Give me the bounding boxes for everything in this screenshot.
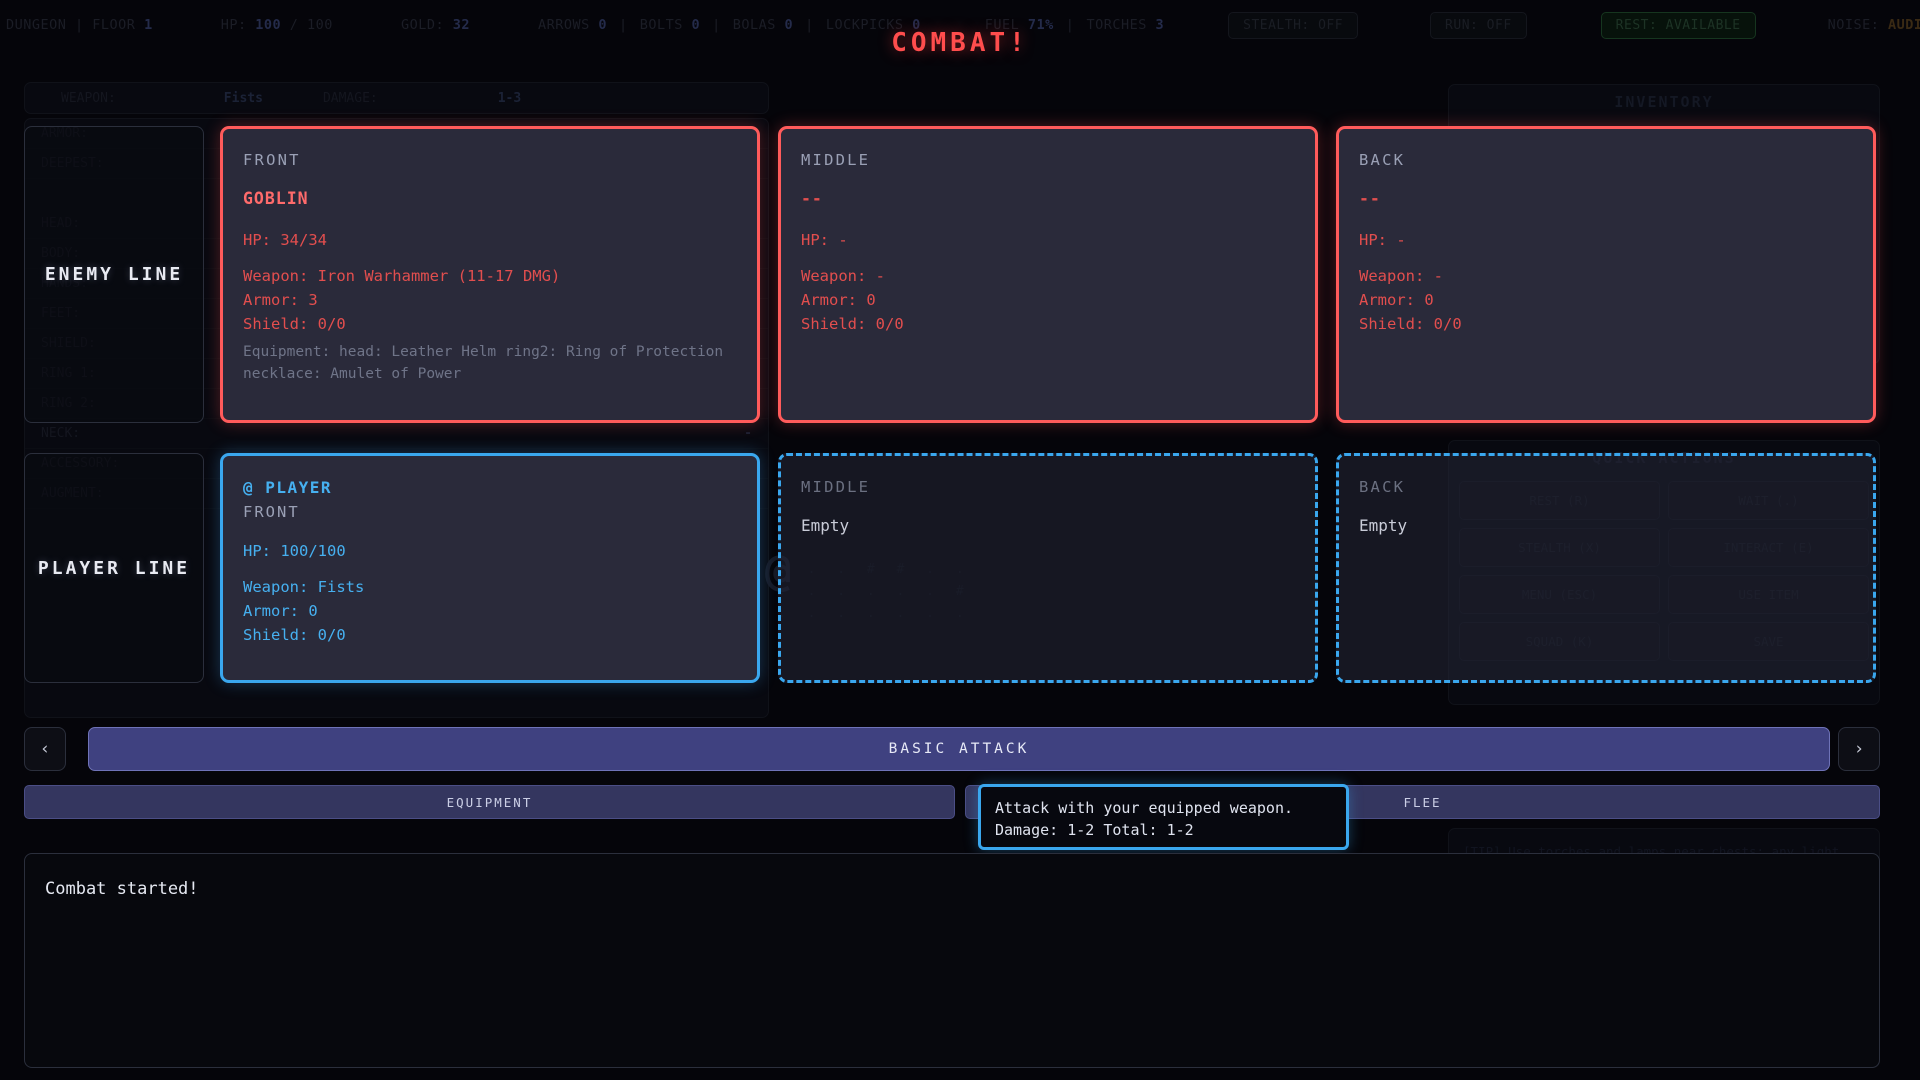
enemy-back-name: --	[1359, 189, 1381, 208]
enemy-middle-name: --	[801, 189, 823, 208]
enemy-slot-back[interactable]: BACK -- HP: - Weapon: - Armor: 0 Shield:…	[1336, 126, 1876, 423]
combat-log-panel[interactable]: Combat started!	[24, 853, 1880, 1068]
enemy-back-armor: Armor: 0	[1359, 291, 1434, 310]
action-tooltip: Attack with your equipped weapon. Damage…	[978, 784, 1349, 850]
player-middle-position: MIDDLE	[801, 478, 871, 496]
enemy-front-equipment: Equipment: head: Leather Helm ring2: Rin…	[243, 344, 724, 382]
player-back-empty-text: Empty	[1359, 516, 1408, 535]
combat-log-entry: Combat started!	[45, 879, 199, 899]
player-back-position: BACK	[1359, 478, 1406, 496]
spacer	[801, 252, 1295, 264]
combat-title: COMBAT!	[891, 28, 1029, 58]
enemy-middle-hp: HP: -	[801, 231, 848, 249]
player-front-armor: Armor: 0	[243, 602, 318, 621]
player-line-label: PLAYER LINE	[24, 453, 204, 683]
enemy-middle-shield: Shield: 0/0	[801, 315, 904, 334]
next-action-button[interactable]: ›	[1838, 727, 1880, 771]
enemy-slot-middle[interactable]: MIDDLE -- HP: - Weapon: - Armor: 0 Shiel…	[778, 126, 1318, 423]
enemy-back-shield: Shield: 0/0	[1359, 315, 1462, 334]
enemy-front-name: GOBLIN	[243, 189, 309, 208]
player-slot-back[interactable]: BACK Empty	[1336, 453, 1876, 683]
player-middle-empty-text: Empty	[801, 516, 850, 535]
combat-log-list: Combat started!	[45, 876, 1859, 903]
enemy-front-hp: HP: 34/34	[243, 231, 327, 249]
spacer	[1359, 252, 1853, 264]
equipment-button[interactable]: EQUIPMENT	[24, 785, 955, 819]
enemy-back-position: BACK	[1359, 151, 1406, 169]
player-front-position: FRONT	[243, 503, 300, 521]
basic-attack-button[interactable]: BASIC ATTACK	[88, 727, 1830, 771]
enemy-middle-position: MIDDLE	[801, 151, 871, 169]
player-tag: @ PLAYER	[243, 478, 333, 497]
enemy-front-armor: Armor: 3	[243, 291, 318, 310]
enemy-slot-front[interactable]: FRONT GOBLIN HP: 34/34 Weapon: Iron Warh…	[220, 126, 760, 423]
player-slot-front[interactable]: @ PLAYER FRONT HP: 100/100 Weapon: Fists…	[220, 453, 760, 683]
enemy-front-position: FRONT	[243, 151, 301, 169]
enemy-middle-armor: Armor: 0	[801, 291, 876, 310]
prev-action-button[interactable]: ‹	[24, 727, 66, 771]
spacer	[243, 563, 737, 575]
player-front-weapon: Weapon: Fists	[243, 578, 365, 597]
enemy-front-shield: Shield: 0/0	[243, 315, 346, 334]
enemy-back-weapon: Weapon: -	[1359, 267, 1443, 286]
player-front-hp: HP: 100/100	[243, 542, 346, 560]
spacer	[243, 252, 737, 264]
enemy-line-label: ENEMY LINE	[24, 126, 204, 423]
enemy-middle-weapon: Weapon: -	[801, 267, 885, 286]
enemy-back-hp: HP: -	[1359, 231, 1406, 249]
player-front-shield: Shield: 0/0	[243, 626, 346, 645]
player-slot-middle[interactable]: MIDDLE Empty	[778, 453, 1318, 683]
enemy-front-weapon: Weapon: Iron Warhammer (11-17 DMG)	[243, 267, 561, 286]
